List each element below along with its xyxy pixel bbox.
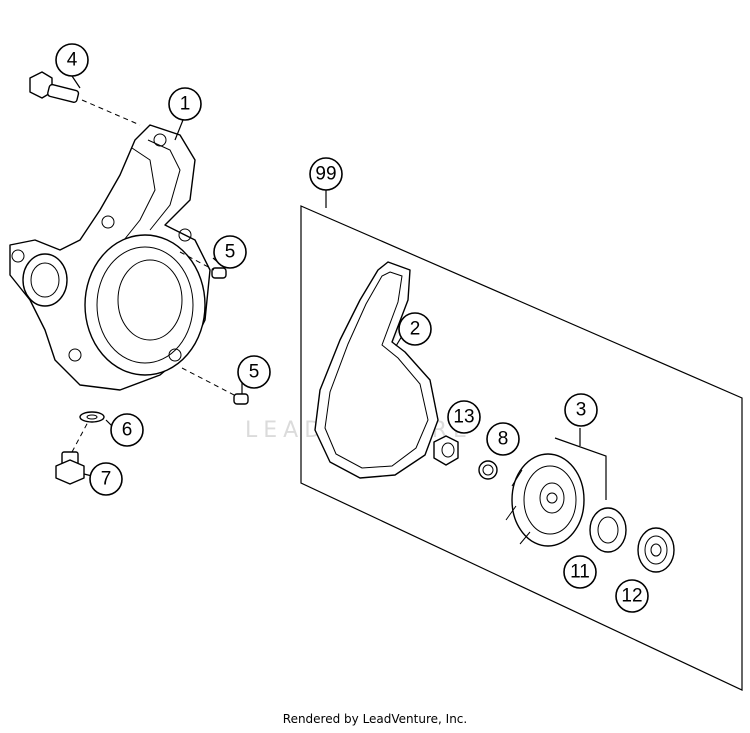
callout-4[interactable]: 4 bbox=[55, 43, 89, 77]
leader-3 bbox=[554, 437, 607, 500]
callout-12[interactable]: 12 bbox=[615, 579, 649, 613]
callout-5a[interactable]: 5 bbox=[213, 235, 247, 269]
bolt-4[interactable] bbox=[29, 71, 80, 103]
callout-label-3: 3 bbox=[576, 400, 587, 421]
callout-label-7: 7 bbox=[101, 469, 112, 490]
callout-8[interactable]: 8 bbox=[486, 422, 520, 456]
callout-label-12: 12 bbox=[621, 586, 642, 607]
callout-1[interactable]: 1 bbox=[168, 87, 202, 121]
bearing-12[interactable] bbox=[637, 527, 675, 573]
callout-6[interactable]: 6 bbox=[110, 413, 144, 447]
callout-label-11: 11 bbox=[570, 562, 590, 583]
callout-label-2: 2 bbox=[410, 319, 421, 340]
callout-label-4: 4 bbox=[67, 50, 78, 71]
nut-13[interactable] bbox=[433, 435, 459, 466]
water-pump-housing[interactable] bbox=[9, 124, 211, 391]
callout-2[interactable]: 2 bbox=[398, 312, 432, 346]
leader-1 bbox=[174, 119, 184, 141]
leader-dash-5b bbox=[181, 367, 237, 397]
dowel-pin-5b[interactable] bbox=[233, 393, 249, 405]
washer-8[interactable] bbox=[478, 460, 498, 480]
callout-label-8: 8 bbox=[498, 429, 509, 450]
leader-dash-7 bbox=[71, 421, 89, 453]
gasket-2[interactable] bbox=[314, 261, 439, 479]
washer-6[interactable] bbox=[79, 411, 105, 423]
kit-box bbox=[300, 205, 743, 691]
leader-dash-5a bbox=[179, 251, 215, 271]
callout-13[interactable]: 13 bbox=[447, 400, 481, 434]
callout-label-13: 13 bbox=[453, 407, 474, 428]
callout-label-5a: 5 bbox=[225, 242, 236, 263]
callout-5b[interactable]: 5 bbox=[237, 355, 271, 389]
seal-11[interactable] bbox=[589, 507, 627, 553]
callout-label-6: 6 bbox=[122, 420, 133, 441]
footer-credit: Rendered by LeadVenture, Inc. bbox=[282, 712, 468, 726]
callout-7[interactable]: 7 bbox=[89, 462, 123, 496]
callout-label-1: 1 bbox=[180, 94, 191, 115]
drain-plug-7[interactable] bbox=[55, 451, 85, 485]
dowel-pin-5a[interactable] bbox=[211, 267, 227, 279]
leader-4 bbox=[71, 75, 81, 89]
leader-dash-4 bbox=[81, 99, 141, 126]
callout-label-5b: 5 bbox=[249, 362, 260, 383]
callout-99[interactable]: 99 bbox=[309, 157, 343, 191]
callout-3[interactable]: 3 bbox=[564, 393, 598, 427]
impeller-3[interactable] bbox=[505, 453, 585, 547]
callout-label-99: 99 bbox=[315, 164, 336, 185]
callout-11[interactable]: 11 bbox=[563, 555, 597, 589]
